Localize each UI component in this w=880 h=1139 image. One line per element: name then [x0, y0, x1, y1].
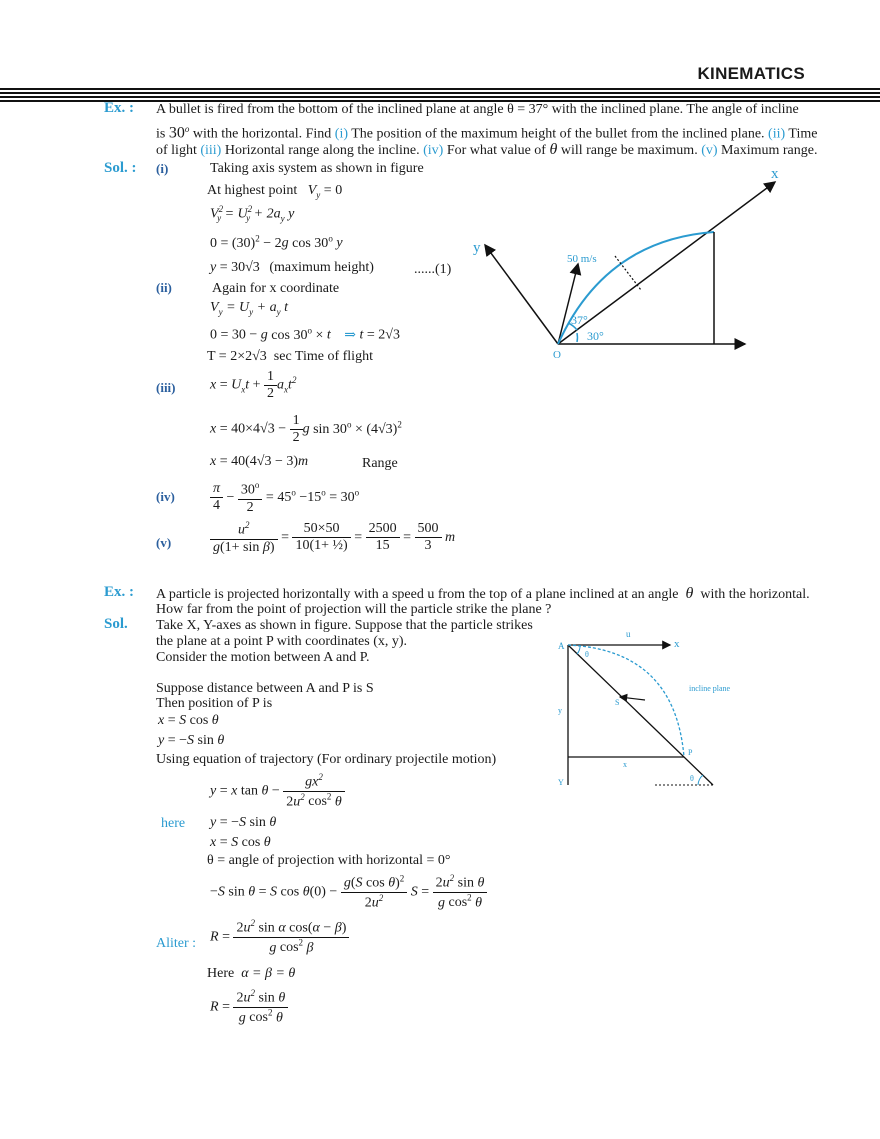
- sol1-i-top: At highest point Vy = 0: [207, 183, 343, 200]
- big-y-label: Y: [558, 778, 564, 787]
- sol2-l1: Take X, Y-axes as shown in figure. Suppo…: [156, 618, 533, 633]
- s-pointer: [618, 693, 646, 703]
- ex2-line2: How far from the point of projection wil…: [156, 602, 552, 617]
- ex1-line2: is 30o with the horizontal. Find (i) The…: [156, 124, 818, 142]
- theta-label: θ: [585, 650, 589, 659]
- angle-arc-37: [567, 322, 578, 331]
- ex1-line3: of light (iii) Horizontal range along th…: [156, 141, 818, 158]
- ex1-line1: A bullet is fired from the bottom of the…: [156, 102, 799, 117]
- sol2-here2: Here α = β = θ: [207, 966, 296, 981]
- header-rule-4: [0, 100, 880, 102]
- velocity-vector: [557, 262, 582, 345]
- incline-x-axis: [557, 181, 777, 345]
- ex2-line1: A particle is projected horizontally wit…: [156, 585, 810, 602]
- sol1-part-ii: (ii): [156, 280, 172, 295]
- sol2-l4: Suppose distance between A and P is S: [156, 681, 374, 696]
- sol1-ii-eq1: Vy = Uy + ay t: [210, 300, 288, 317]
- sol2-here: here: [161, 816, 186, 831]
- sol1-i-eq3: 0 = (30)2 − 2g cos 30o y: [210, 233, 343, 251]
- sol1-i-eqno: ......(1): [414, 262, 452, 277]
- sol2-eq5: x = S cos θ: [210, 835, 271, 850]
- sol1-label: Sol. :: [104, 160, 137, 176]
- sol2-aliter: Aliter :: [156, 936, 197, 951]
- sol2-label: Sol.: [104, 616, 128, 632]
- sol2-l3: Consider the motion between A and P.: [156, 650, 370, 665]
- sol2-l7: θ = angle of projection with horizontal …: [207, 853, 451, 868]
- speed-label: 50 m/s: [567, 253, 597, 265]
- ex1-label: Ex. :: [104, 100, 134, 116]
- sol1-iii-range: Range: [362, 456, 398, 471]
- angle-37-label: 37°: [571, 313, 588, 327]
- page-header-title: KINEMATICS: [697, 64, 805, 83]
- header-rule-1: [0, 88, 880, 90]
- x-label: x: [674, 638, 680, 650]
- sol1-ii-eq2: 0 = 30 − g cos 30o × t ⇒ t = 2√3: [210, 325, 400, 343]
- sol2-eq4: y = −S sin θ: [210, 815, 277, 830]
- point-a-label: A: [558, 641, 565, 651]
- y-axis-label: y: [473, 240, 481, 256]
- sol1-part-iii: (iii): [156, 380, 176, 395]
- sol1-iii-eq3: x = 40(4√3 − 3)m: [210, 454, 309, 469]
- sol2-eq1: x = S cos θ: [158, 713, 219, 728]
- angle-arc-a: [576, 644, 581, 655]
- sol1-part-iv: (iv): [156, 489, 175, 504]
- sol2-l2: the plane at a point P with coordinates …: [156, 634, 408, 649]
- sol1-i-eq2: V2y = U2y + 2ay y: [210, 204, 295, 224]
- angle-arc-base: [697, 774, 704, 786]
- x-axis-label: x: [771, 166, 779, 182]
- s-label: S: [615, 698, 619, 707]
- theta-base-label: θ: [690, 774, 694, 783]
- projectile-incline-figure: x y 50 m/s 37° 30° O: [473, 166, 779, 361]
- sol1-part-i: (i): [156, 161, 169, 176]
- sol2-l5: Then position of P is: [156, 696, 273, 711]
- u-label: u: [626, 629, 631, 639]
- sol2-eq7: R = 2u2 sin α cos(α − β)g cos2 β: [210, 918, 350, 956]
- sol1-i-eq4: y = 30√3 (maximum height): [210, 260, 374, 275]
- y-axis: [484, 243, 559, 345]
- x-bottom-label: x: [623, 760, 627, 769]
- header-rule-3: [0, 96, 880, 98]
- sol1-ii-text: Again for x coordinate: [212, 281, 340, 296]
- sol2-l6: Using equation of trajectory (For ordina…: [156, 752, 497, 767]
- sol1-ii-eq3: T = 2×2√3 sec Time of flight: [207, 349, 373, 364]
- sol1-i-text: Taking axis system as shown in figure: [210, 161, 424, 176]
- max-height-line: [614, 255, 642, 291]
- incline-plane-label: incline plane: [689, 684, 731, 693]
- ex2-label: Ex. :: [104, 584, 134, 600]
- header-rule-2: [0, 92, 880, 94]
- sol1-part-v: (v): [156, 535, 172, 550]
- p-label: P: [688, 748, 693, 757]
- sol2-eq2: y = −S sin θ: [158, 733, 225, 748]
- y-label: y: [558, 706, 562, 715]
- horizontal-projection-figure: A u x θ incline plane S y P x Y θ: [558, 629, 731, 787]
- angle-30-label: 30°: [587, 329, 604, 343]
- incline-line: [567, 644, 714, 786]
- origin-label: O: [553, 349, 561, 361]
